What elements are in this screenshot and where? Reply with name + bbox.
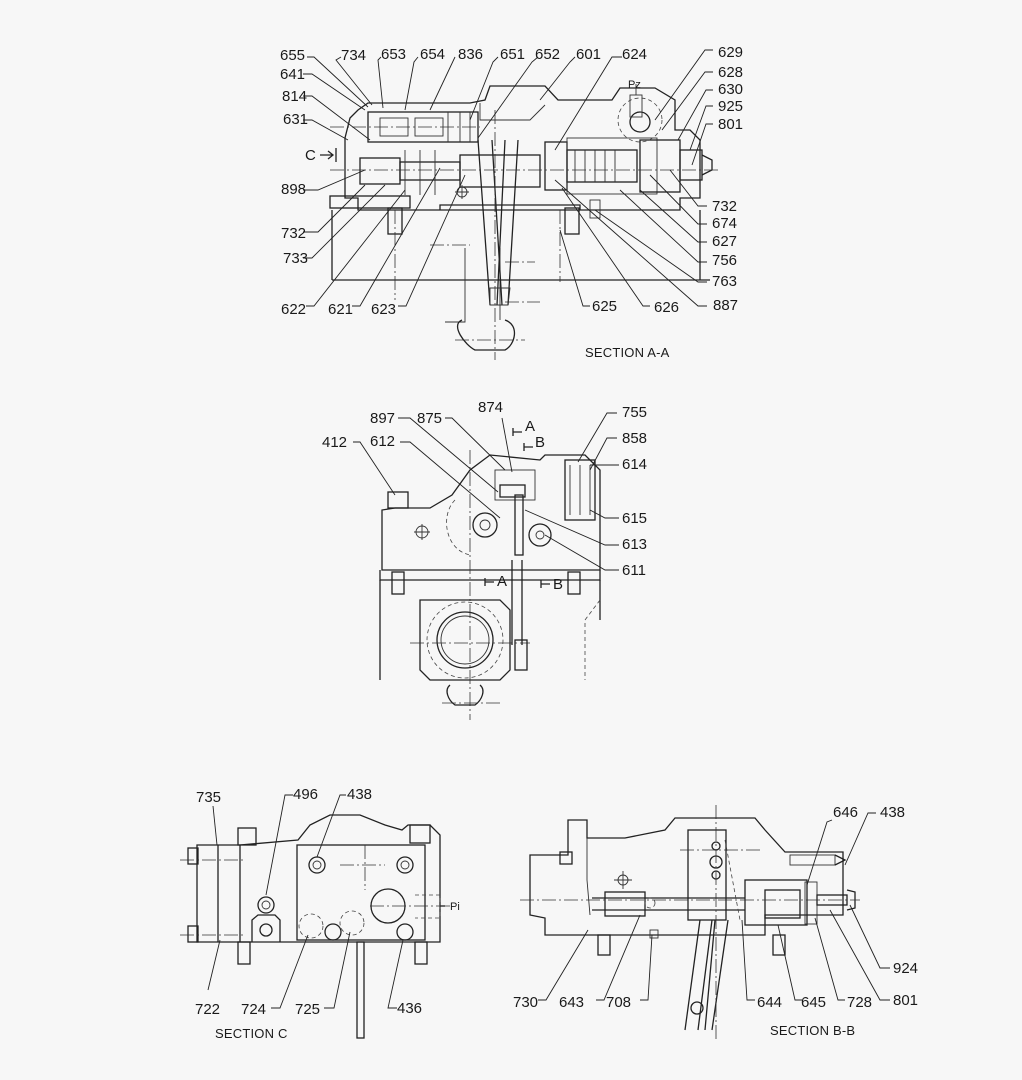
callout-763: 763 <box>712 273 738 290</box>
callout-728: 728 <box>847 994 873 1011</box>
callout-641: 641 <box>280 66 306 83</box>
section-bb-leaders <box>538 812 890 1001</box>
callout-756: 756 <box>712 252 738 269</box>
callout-674: 674 <box>712 215 738 232</box>
section-marker-b-top: B <box>535 434 546 451</box>
callout-887: 887 <box>713 297 739 314</box>
view-marker-c: C <box>305 147 316 164</box>
section-c-linework <box>180 814 450 1039</box>
section-bb-caption: SECTION B-B <box>770 1023 856 1038</box>
callout-836: 836 <box>458 46 484 63</box>
section-aa-leaders <box>303 49 713 307</box>
section-aa-linework <box>320 84 720 360</box>
callout-874: 874 <box>478 399 504 416</box>
callout-645: 645 <box>801 994 827 1011</box>
section-bb-linework <box>520 805 860 1040</box>
port-label-pi: Pi <box>450 901 460 913</box>
callout-438: 438 <box>880 804 906 821</box>
callout-722: 722 <box>195 1001 221 1018</box>
callout-652: 652 <box>535 46 561 63</box>
callout-653: 653 <box>381 46 407 63</box>
port-label-pz: Pz <box>628 79 641 91</box>
callout-614: 614 <box>622 456 648 473</box>
callout-626: 626 <box>654 299 680 316</box>
callout-615: 615 <box>622 510 648 527</box>
callout-801: 801 <box>893 992 919 1009</box>
front-view-leaders <box>353 412 619 571</box>
callout-858: 858 <box>622 430 648 447</box>
callout-733: 733 <box>283 250 309 267</box>
callout-624: 624 <box>622 46 648 63</box>
callout-629: 629 <box>718 44 744 61</box>
callout-708: 708 <box>606 994 632 1011</box>
callout-734: 734 <box>341 47 367 64</box>
section-aa-caption: SECTION A-A <box>585 345 670 360</box>
callout-611: 611 <box>622 562 646 579</box>
callout-496: 496 <box>293 786 319 803</box>
section-c-caption: SECTION C <box>215 1026 288 1041</box>
section-marker-b-bottom: B <box>553 576 564 593</box>
callout-924: 924 <box>893 960 919 977</box>
section-c-leaders <box>207 794 404 1009</box>
callout-732-left: 732 <box>281 225 307 242</box>
callout-621: 621 <box>328 301 354 318</box>
callout-628: 628 <box>718 64 744 81</box>
callout-627: 627 <box>712 233 738 250</box>
callout-644: 644 <box>757 994 783 1011</box>
front-view-linework <box>379 428 601 720</box>
callout-732-right: 732 <box>712 198 738 215</box>
callout-643: 643 <box>559 994 585 1011</box>
callout-724: 724 <box>241 1001 267 1018</box>
callout-655: 655 <box>280 47 306 64</box>
callout-630: 630 <box>718 81 744 98</box>
callout-612: 612 <box>370 433 396 450</box>
callout-755: 755 <box>622 404 648 421</box>
callout-646: 646 <box>833 804 859 821</box>
callout-925: 925 <box>718 98 744 115</box>
callout-814: 814 <box>282 88 308 105</box>
callout-897: 897 <box>370 410 396 427</box>
callout-898: 898 <box>281 181 307 198</box>
callout-613: 613 <box>622 536 648 553</box>
section-marker-a-top: A <box>525 418 536 435</box>
callout-725: 725 <box>295 1001 321 1018</box>
callout-438: 438 <box>347 786 373 803</box>
callout-625: 625 <box>592 298 618 315</box>
callout-735: 735 <box>196 789 222 806</box>
callout-875: 875 <box>417 410 443 427</box>
callout-654: 654 <box>420 46 446 63</box>
callout-730: 730 <box>513 994 539 1011</box>
section-marker-a-bottom: A <box>497 573 508 590</box>
callout-436: 436 <box>397 1000 423 1017</box>
callout-623: 623 <box>371 301 397 318</box>
callout-631: 631 <box>283 111 309 128</box>
callout-801: 801 <box>718 116 744 133</box>
callout-412: 412 <box>322 434 348 451</box>
callout-651: 651 <box>500 46 526 63</box>
callout-601: 601 <box>576 46 602 63</box>
callout-622: 622 <box>281 301 307 318</box>
